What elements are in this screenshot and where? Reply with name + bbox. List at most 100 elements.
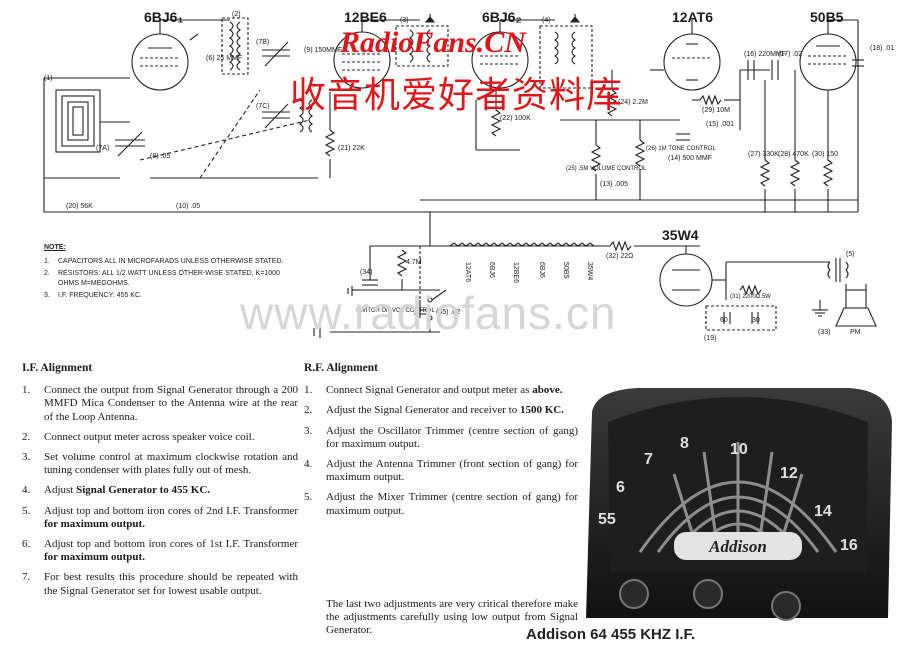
step-text-plain: Connect Signal Generator and output mete… — [326, 384, 533, 397]
step-text: Connect Signal Generator and output mete… — [326, 384, 578, 397]
heater-label: 50B5 — [562, 262, 569, 278]
step-text-plain: Adjust — [44, 484, 77, 497]
step-text: Adjust the Oscillator Trimmer (centre se… — [326, 424, 578, 450]
component-label: (15) .001 — [706, 121, 734, 128]
step-number: 5. — [304, 491, 313, 504]
component-label: (27) 330K — [748, 151, 779, 158]
component-label: (26) 1M TONE CONTROL — [646, 146, 716, 152]
rf-alignment-section: R.F. Alignment 1. Connect Signal Generat… — [304, 362, 578, 525]
radio-brand: Addison — [708, 537, 767, 556]
step-text-plain: Adjust the Signal Generator and receiver… — [326, 404, 520, 417]
rf-step: 3. Adjust the Oscillator Trimmer (centre… — [304, 425, 578, 451]
note-text: CAPACITORS ALL IN MICROFARADS UNLESS OTH… — [58, 257, 284, 265]
step-text: Adjust the Mixer Trimmer (centre section… — [326, 491, 578, 517]
component-label: (9) 150MMF — [304, 47, 342, 54]
component-label: (3) — [400, 17, 409, 24]
radio-knob — [693, 579, 723, 609]
component-label: PM — [850, 329, 861, 336]
component-label: (22) 100K — [500, 115, 531, 122]
component-label: (16) 220MMF — [744, 51, 786, 58]
step-text-bold: for maximum output. — [44, 517, 145, 530]
rf-step: 4. Adjust the Antenna Trimmer (front sec… — [304, 458, 578, 484]
watermark-url: www.radiofans.cn — [240, 287, 617, 339]
if-step: 2. Connect output meter across speaker v… — [22, 431, 298, 444]
component-label: (21) 22K — [338, 145, 365, 152]
heater-label: 12AT6 — [464, 262, 471, 282]
schematic-notes: NOTE: 1. CAPACITORS ALL IN MICROFARADS U… — [44, 243, 284, 304]
step-text-plain: Adjust top and bottom iron cores of 2nd … — [44, 504, 298, 517]
component-label: (31) 2200Ω.5W — [730, 294, 771, 300]
step-number: 1. — [22, 384, 31, 397]
dial-number: 8 — [680, 435, 689, 452]
note-text: I.F. FREQUENCY: 455 KC. — [58, 292, 143, 299]
component-label: (7B) — [256, 39, 269, 46]
if-alignment-section: I.F. Alignment 1. Connect the output fro… — [22, 362, 298, 605]
switch-label: SWITCH ON VOL CONTROL — [356, 308, 435, 314]
step-text: Connect output meter across speaker voic… — [44, 430, 255, 443]
if-step: 5. Adjust top and bottom iron cores of 2… — [22, 505, 298, 531]
component-label: (30) 150 — [812, 151, 838, 158]
heater-label: 6BJ6 — [538, 262, 545, 278]
tube-label: 6BJ6₁ — [144, 9, 183, 25]
component-label: (33) — [818, 329, 830, 336]
component-label: 30 — [752, 317, 760, 324]
step-number: 3. — [22, 451, 31, 464]
tube-label: 12BE6 — [344, 9, 387, 25]
rf-step: 5. Adjust the Mixer Trimmer (centre sect… — [304, 491, 578, 517]
if-step: 6. Adjust top and bottom iron cores of 1… — [22, 538, 298, 564]
tube-12at6 — [663, 33, 721, 91]
component-label: 4.7M — [406, 259, 422, 266]
tube-label: 35W4 — [662, 227, 699, 243]
tube-35w4 — [659, 253, 713, 307]
note-item: 3. I.F. FREQUENCY: 455 KC. — [44, 291, 284, 301]
component-label: (14) 500 MMF — [668, 155, 712, 162]
watermark-title: RadioFans.CN — [340, 26, 526, 59]
dial-number: 12 — [780, 465, 798, 482]
component-label: (34) — [360, 269, 372, 276]
if-transformer-1 — [221, 17, 249, 75]
tube-label: 50B5 — [810, 9, 844, 25]
component-label: 60 — [720, 317, 728, 324]
component-label: (35) .02 — [436, 309, 460, 316]
if-step: 4. Adjust Signal Generator to 455 KC. — [22, 484, 298, 497]
if-step: 7. For best results this procedure shoul… — [22, 571, 298, 597]
component-label: (5) — [846, 251, 855, 258]
if-step: 1. Connect the output from Signal Genera… — [22, 384, 298, 424]
step-text-plain: Adjust top and bottom iron cores of 1st … — [44, 538, 298, 551]
component-label: (2) — [232, 11, 241, 18]
component-label: (28) 470K — [778, 151, 809, 158]
loop-antenna — [55, 89, 101, 153]
heater-label: 35W4 — [586, 262, 593, 280]
tube-6bj6-1 — [131, 33, 189, 91]
step-text-bold: above. — [532, 384, 563, 397]
component-label: (24) 2.2M — [618, 99, 648, 106]
step-number: 4. — [22, 484, 31, 497]
caption: Addison 64 455 KHZ I.F. — [526, 626, 696, 643]
step-text-bold: for maximum output. — [44, 551, 145, 564]
dial-number: 6 — [616, 479, 625, 496]
component-label: (7C) — [256, 103, 270, 110]
rf-step: 1. Connect Signal Generator and output m… — [304, 384, 578, 397]
step-number: 2. — [22, 430, 31, 443]
step-number: 6. — [22, 538, 31, 551]
step-text: Adjust top and bottom iron cores of 2nd … — [44, 505, 298, 531]
radio-photo: Addison 55 6 7 8 10 12 14 16 — [578, 382, 898, 628]
step-text: Adjust the Antenna Trimmer (front sectio… — [326, 458, 578, 484]
tube-50b5 — [799, 33, 857, 91]
rf-final-note: The last two adjustments are very critic… — [326, 598, 578, 637]
step-text-bold: Signal Generator to 455 KC. — [76, 484, 211, 497]
component-label: (10) .05 — [176, 203, 200, 210]
note-number: 3. — [44, 292, 50, 299]
step-text: For best results this procedure should b… — [44, 571, 298, 597]
step-text: Connect the output from Signal Generator… — [44, 384, 298, 423]
component-label: (1) — [44, 75, 53, 82]
step-number: 2. — [304, 404, 313, 417]
radio-knob — [771, 591, 801, 621]
schematic-diagram: 6BJ6₁ 12BE6 6BJ6₂ 12AT6 50B5 35W4 (1) (2… — [43, 9, 894, 342]
note-text: RESISTORS: ALL 1/2 WATT UNLESS OTHER-WIS… — [58, 270, 280, 287]
note-number: 2. — [44, 270, 50, 277]
component-label: (29) 10M — [702, 107, 730, 114]
component-label: (20) 56K — [66, 203, 93, 210]
note-item: 2. RESISTORS: ALL 1/2 WATT UNLESS OTHER-… — [44, 269, 284, 288]
step-number: 3. — [304, 424, 313, 437]
